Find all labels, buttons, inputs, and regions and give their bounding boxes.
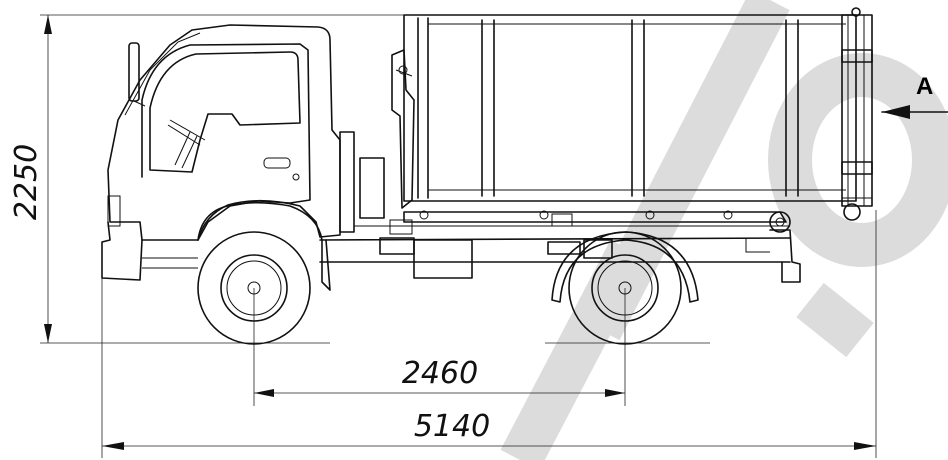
length-dimension: 5140 <box>101 210 877 458</box>
watermark <box>500 0 948 460</box>
length-dimension-label: 5140 <box>414 409 490 444</box>
wheelbase-dimension-label: 2460 <box>402 356 478 391</box>
view-marker-label: A <box>916 73 933 100</box>
container-body <box>403 7 873 221</box>
height-dimension-label: 2250 <box>9 144 44 220</box>
wheelbase-dimension: 2460 <box>253 288 626 406</box>
front-wheel <box>197 231 311 345</box>
view-marker-a: A <box>881 73 948 119</box>
truck-cab <box>101 24 385 291</box>
rear-wheel <box>551 231 699 345</box>
